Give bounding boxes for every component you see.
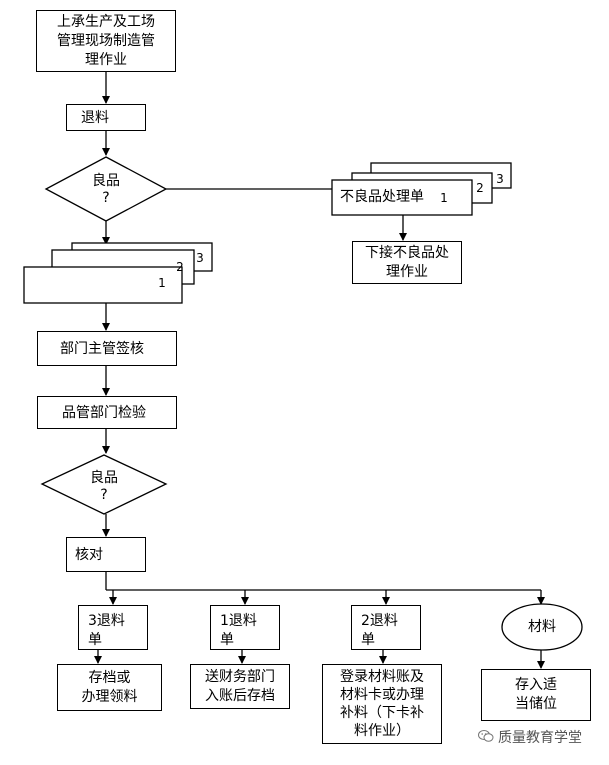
archive-box: 存档或 办理领料: [57, 664, 162, 711]
decision-1-label: 良品 ?: [92, 173, 120, 206]
material-label: 材料: [528, 619, 556, 635]
qc-inspection-box: 品管部门检验: [37, 396, 177, 429]
return-material-box: 退料: [66, 104, 146, 131]
defect-next-box: 下接不良品处 理作业: [352, 241, 462, 284]
start-process-box: 上承生产及工场 管理现场制造管 理作业: [36, 10, 176, 72]
decision-diamond-1: [44, 156, 168, 222]
doc-stack-number-1: 1: [158, 276, 166, 290]
finance-box: 送财务部门 入账后存档: [190, 664, 290, 709]
doc-stack-number-2: 2: [176, 260, 184, 274]
ledger-box: 登录材料账及 材料卡或办理 补料（下卡补 料作业）: [322, 664, 442, 744]
defect-doc-number-2: 2: [476, 181, 484, 195]
doc-stack-number-3: 3: [196, 251, 204, 265]
return-slip-3-box: 3退料 单: [78, 605, 148, 650]
doc-stack-layer-1: [23, 266, 183, 304]
return-slip-2-box: 2退料 单: [351, 605, 421, 650]
dept-head-sign-box: 部门主管签核: [37, 331, 177, 366]
storage-box: 存入适 当储位: [481, 669, 591, 721]
verify-box: 核对: [66, 537, 146, 572]
defect-doc-layer-1: [331, 179, 473, 216]
decision-2-label: 良品 ?: [90, 470, 118, 503]
wechat-icon: [478, 730, 494, 742]
defect-doc-number-1: 1: [440, 191, 448, 205]
watermark-text: 质量教育学堂: [498, 730, 582, 746]
defect-doc-label: 不良品处理单: [340, 189, 424, 205]
defect-doc-number-3: 3: [496, 172, 504, 186]
decision-diamond-2: [40, 454, 168, 515]
return-slip-1-box: 1退料 单: [210, 605, 280, 650]
material-ellipse: [501, 603, 583, 651]
